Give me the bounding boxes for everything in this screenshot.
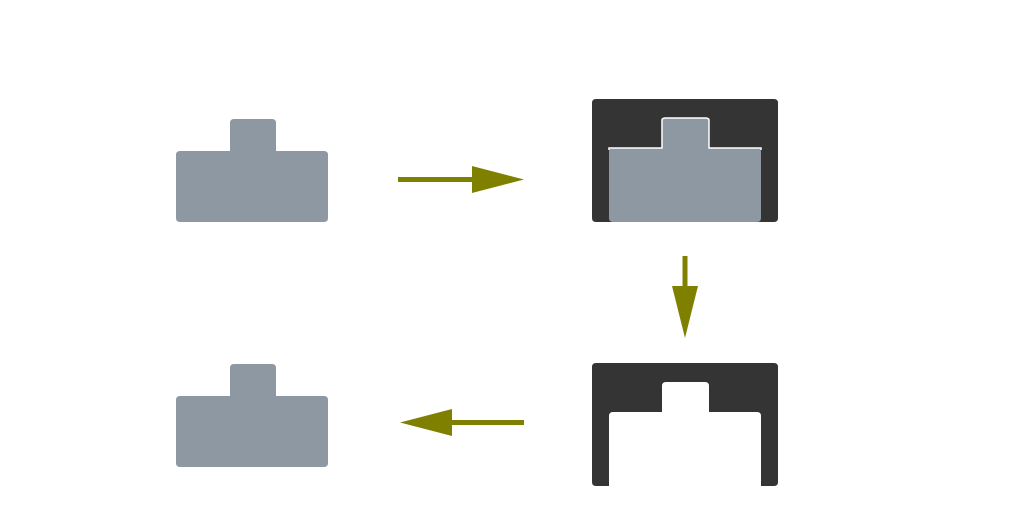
empty-mold xyxy=(592,363,778,486)
original-part-shape xyxy=(176,119,328,222)
part-in-mold-edge-highlight xyxy=(608,117,762,150)
arrow-left xyxy=(400,409,524,436)
empty-mold-shape xyxy=(592,363,778,486)
arrow-down-head xyxy=(672,286,698,338)
cast-part xyxy=(176,364,328,467)
cast-part-shape xyxy=(176,364,328,467)
original-part xyxy=(176,119,328,222)
arrow-right xyxy=(398,166,524,193)
arrow-down xyxy=(672,256,698,338)
part-in-mold xyxy=(592,99,778,222)
part-in-mold-shape xyxy=(609,118,761,222)
arrow-left-head xyxy=(400,409,452,436)
arrow-right-head xyxy=(472,166,524,193)
